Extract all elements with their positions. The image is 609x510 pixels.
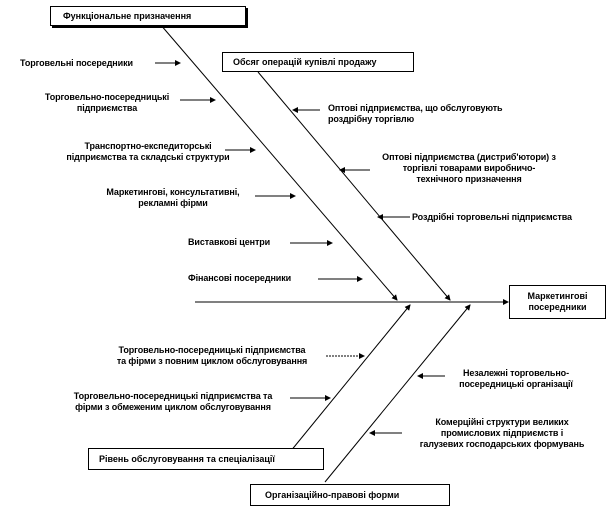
effect-label-line2: посередники [528,302,587,312]
functional-item-4: Маркетингові, консультативні, рекламні ф… [106,187,240,208]
functional-item-6: Фінансові посередники [188,273,292,283]
category-functional-box: Функціональне призначення [50,6,246,26]
category-legal-box: Організаційно-правові форми [250,484,450,506]
functional-item-1: Торговельні посередники [20,58,133,68]
functional-item-3: Транспортно-експедиторські підприємства … [66,141,230,162]
bone-legal [324,304,471,483]
service-item-1: Торговельно-посередницькі підприємства т… [116,345,308,366]
service-item-2: Торговельно-посередницькі підприємства т… [73,391,273,412]
functional-item-5: Виставкові центри [188,237,271,247]
bone-volume [257,71,451,301]
volume-item-1: Оптові підприємства, що обслуговують роз… [328,103,503,124]
functional-item-2: Торговельно-посередницькі підприємства [44,92,170,113]
volume-item-3: Роздрібні торговельні підприємства [412,212,572,222]
bone-functional [159,23,398,301]
category-service-label: Рівень обслуговування та спеціалізації [99,454,275,464]
legal-item-1: Незалежні торговельно- посередницькі орг… [459,368,573,389]
effect-box: Маркетингові посередники [509,285,606,319]
category-functional-label: Функціональне призначення [63,11,192,21]
category-legal-label: Організаційно-правові форми [265,490,400,500]
category-volume-label: Обсяг операцій купівлі продажу [233,57,377,67]
effect-label-line1: Маркетингові [527,291,588,301]
category-volume-box: Обсяг операцій купівлі продажу [222,52,414,72]
legal-item-2: Комерційні структури великих промислових… [419,417,585,449]
volume-item-2: Оптові підприємства (дистриб'ютори) з то… [382,152,556,184]
category-service-box: Рівень обслуговування та спеціалізації [88,448,324,470]
bone-service [289,304,411,453]
